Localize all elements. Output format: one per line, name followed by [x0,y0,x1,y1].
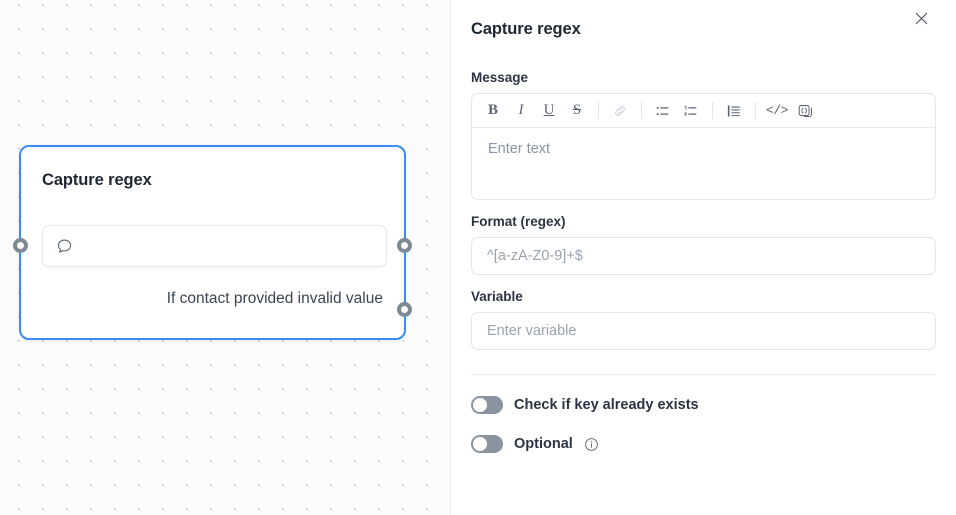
optional-toggle[interactable] [471,435,503,453]
message-label: Message [471,70,529,85]
panel-header: Capture regex [471,0,936,58]
check-if-key-exists-toggle[interactable] [471,396,503,414]
numbered-list-icon[interactable] [678,98,704,124]
output-port-main[interactable] [397,238,412,253]
check-if-key-exists-label: Check if key already exists [514,397,699,413]
close-icon[interactable] [909,6,933,30]
editor-toolbar: B I U S [472,94,935,128]
insert-variable-icon[interactable] [792,98,818,124]
properties-panel: Capture regex Message B I U S [450,0,956,515]
strikethrough-icon[interactable]: S [572,102,582,118]
bold-icon[interactable]: B [487,102,498,118]
node-branch-label: If contact provided invalid value [166,290,383,307]
toolbar-separator [755,102,756,119]
variable-label: Variable [471,289,523,304]
toggle-knob [473,398,487,412]
node-title: Capture regex [42,171,152,189]
toggle-knob [473,437,487,451]
panel-title: Capture regex [471,19,581,38]
output-port-invalid[interactable] [397,302,412,317]
flow-canvas[interactable]: Capture regex If contact provided invali… [0,0,450,515]
format-label: Format (regex) [471,214,566,229]
blockquote-icon[interactable] [721,98,747,124]
link-icon[interactable] [607,98,633,124]
underline-icon[interactable]: U [543,102,555,118]
italic-icon[interactable]: I [518,102,524,118]
toolbar-separator [598,102,599,119]
input-port[interactable] [13,238,28,253]
bulleted-list-icon[interactable] [650,98,676,124]
format-regex-input[interactable] [471,237,936,275]
message-editor[interactable]: B I U S [471,93,936,200]
code-icon[interactable]: </> [766,103,788,118]
node-card-capture-regex[interactable]: Capture regex If contact provided invali… [19,145,406,340]
optional-row: Optional [471,435,936,453]
check-if-key-exists-row: Check if key already exists [471,396,936,414]
optional-label: Optional [514,436,573,452]
speech-bubble-icon [55,237,74,256]
toolbar-separator [641,102,642,119]
message-textarea[interactable]: Enter text [488,141,551,157]
section-divider [471,374,936,375]
variable-input[interactable] [471,312,936,350]
toolbar-separator [712,102,713,119]
node-message-field[interactable] [42,225,387,267]
info-icon[interactable] [584,436,600,452]
